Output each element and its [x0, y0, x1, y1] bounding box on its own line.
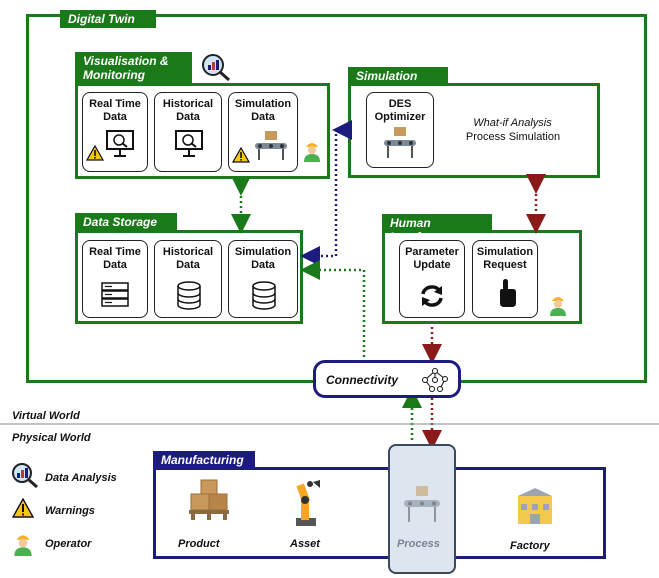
storage-card-realtime-line2: Data — [103, 259, 127, 271]
visualisation-title: Visualisation & Monitoring — [75, 52, 192, 86]
virtual-world-label: Virtual World — [12, 410, 80, 422]
simulation-request-line2: Request — [483, 259, 527, 271]
vis-card-realtime-line1: Real Time — [89, 98, 141, 110]
conveyor-icon — [384, 127, 416, 158]
storage-card-simulation-line2: Data — [251, 259, 275, 271]
manufacturing-title: Manufacturing — [153, 451, 255, 469]
robot-arm-icon — [296, 480, 320, 526]
vis-card-simulation-line1: Simulation — [234, 98, 292, 110]
process-simulation-label: Process Simulation — [465, 131, 561, 143]
visualisation-title-line2: Monitoring — [83, 68, 145, 82]
simulation-request-card: Simulation Request — [472, 240, 538, 318]
asset-label: Asset — [290, 538, 320, 550]
server-icon — [101, 282, 129, 307]
process-label: Process — [397, 538, 440, 550]
storage-card-historical-line2: Data — [176, 259, 200, 271]
vis-card-simulation-line2: Data — [251, 111, 275, 123]
conveyor-icon — [255, 131, 287, 160]
connectivity-node: Connectivity — [313, 360, 461, 398]
factory-icon — [518, 488, 552, 524]
hand-pointer-icon — [500, 279, 516, 307]
operator-icon — [14, 535, 32, 556]
digital-twin-title: Digital Twin — [60, 10, 156, 28]
warning-icon — [12, 498, 34, 518]
simulation-title: Simulation — [348, 67, 448, 85]
warning-icon — [232, 147, 250, 163]
storage-card-historical: Historical Data — [154, 240, 222, 318]
des-optimizer-line1: DES — [388, 98, 412, 110]
boxes-icon — [189, 479, 229, 520]
storage-card-simulation-line1: Simulation — [234, 246, 292, 258]
vis-card-historical-line1: Historical — [162, 98, 214, 110]
des-optimizer-card: DES Optimizer — [366, 92, 434, 168]
storage-card-realtime: Real Time Data — [82, 240, 148, 318]
connectivity-label: Connectivity — [326, 373, 399, 387]
visualisation-title-line1: Visualisation & — [83, 54, 169, 68]
warning-icon — [86, 145, 104, 161]
conveyor-icon — [404, 486, 440, 522]
product-label: Product — [178, 538, 220, 550]
factory-label: Factory — [510, 540, 550, 552]
vis-card-historical-line2: Data — [176, 111, 200, 123]
storage-card-historical-line1: Historical — [162, 246, 214, 258]
database-icon — [252, 281, 276, 310]
storage-card-realtime-line1: Real Time — [89, 246, 141, 258]
data-storage-title: Data Storage — [75, 213, 177, 231]
legend-operator-label: Operator — [45, 538, 92, 550]
database-icon — [177, 281, 201, 310]
parameter-update-card: Parameter Update — [399, 240, 465, 318]
monitor-icon — [175, 130, 203, 157]
des-optimizer-line2: Optimizer — [374, 111, 426, 123]
parameter-update-line1: Parameter — [405, 246, 459, 258]
physical-world-label: Physical World — [12, 432, 91, 444]
simulation-request-line1: Simulation — [476, 246, 534, 258]
network-icon — [422, 368, 448, 392]
vis-card-realtime: Real Time Data — [82, 92, 148, 172]
vis-card-simulation: Simulation Data — [228, 92, 298, 172]
storage-card-simulation: Simulation Data — [228, 240, 298, 318]
monitor-icon — [106, 130, 134, 157]
whatif-analysis-label: What-if Analysis — [473, 117, 552, 129]
arrow-simulation-storage — [300, 120, 352, 266]
vis-card-realtime-line2: Data — [103, 111, 127, 123]
arrow-connectivity-storage — [300, 260, 366, 362]
legend-data-analysis-label: Data Analysis — [45, 472, 117, 484]
data-analysis-icon — [12, 463, 38, 489]
parameter-update-line2: Update — [413, 259, 451, 271]
data-analysis-icon — [200, 52, 232, 82]
operator-icon — [550, 297, 566, 316]
vis-card-historical: Historical Data — [154, 92, 222, 172]
refresh-icon — [421, 285, 443, 307]
legend-warnings-label: Warnings — [45, 505, 95, 517]
process-highlight — [388, 444, 456, 574]
